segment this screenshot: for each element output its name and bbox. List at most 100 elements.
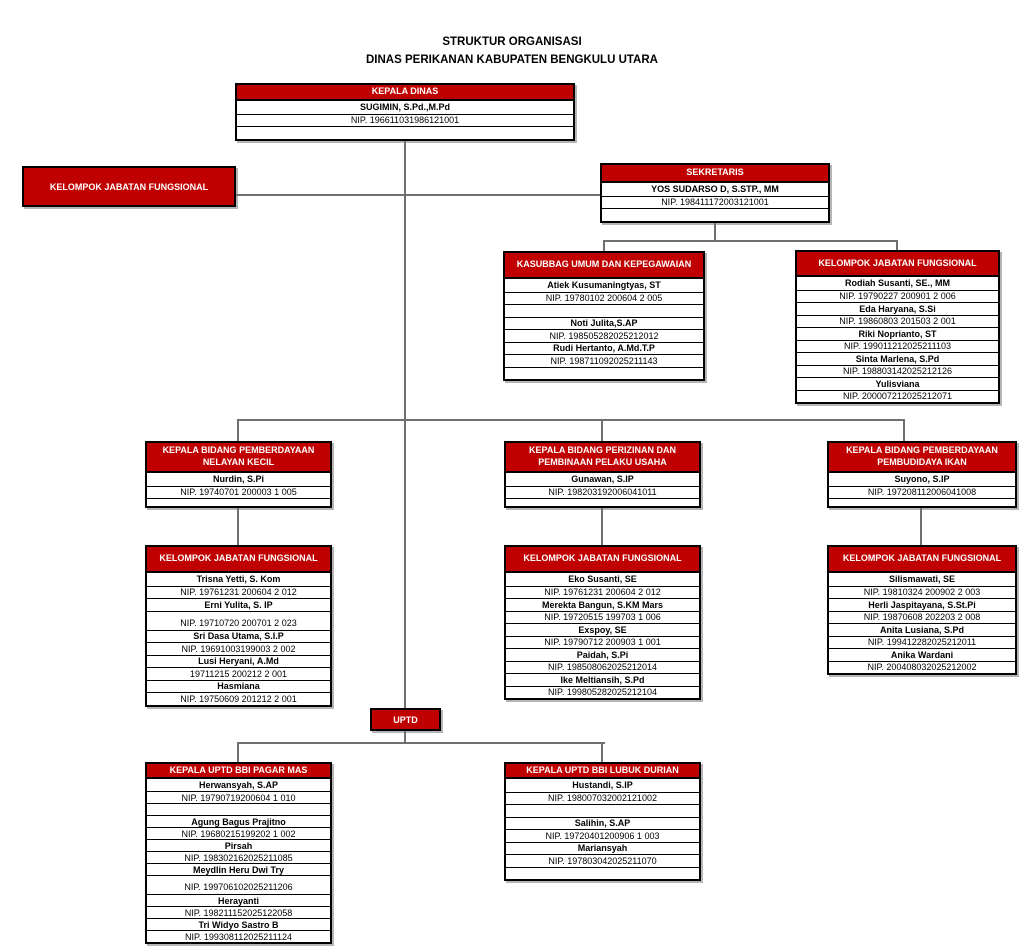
person-name: Hasmiana xyxy=(147,679,330,693)
org-box-kepala-bidang-pemberdayaan-nelayan-kecil: KEPALA BIDANG PEMBERDAYAAN NELAYAN KECIL… xyxy=(145,441,332,508)
person-name: Suyono, S.IP xyxy=(894,474,950,485)
person-nip: NIP. 198803142025212126 xyxy=(797,364,998,378)
person-name: Riki Noprianto, ST xyxy=(797,327,998,340)
empty-row xyxy=(829,498,1015,506)
org-box-header-sekretaris: SEKRETARIS xyxy=(602,165,828,183)
person-nip: NIP. 19790719200604 1 010 xyxy=(147,791,330,803)
empty-row xyxy=(506,804,699,817)
person-nip: NIP. 200007212025212071 xyxy=(797,389,998,403)
org-box-header-kelompok-jabatan-fungsional-perizinan: KELOMPOK JABATAN FUNGSIONAL xyxy=(506,547,699,573)
person-nip: 19711215 200212 2 001 xyxy=(147,667,330,680)
person-name: Herwansyah, S.AP xyxy=(198,780,279,790)
org-box-header-kepala-bidang-pemberdayaan-pembudidaya-ikan: KEPALA BIDANG PEMBERDAYAAN PEMBUDIDAYA I… xyxy=(829,443,1015,473)
connector-line xyxy=(603,240,898,242)
person-nip: NIP. 19790712 200903 1 001 xyxy=(506,635,699,649)
person-name: Pirsah xyxy=(147,839,330,851)
person-nip: NIP. 19680215199202 1 002 xyxy=(147,827,330,839)
person-nip: NIP. 196611031986121001 xyxy=(237,113,573,127)
person-name: Ike Meltiansih, S.Pd xyxy=(506,673,699,686)
person-nip: NIP. 198505282025212012 xyxy=(505,329,703,342)
person-nip: NIP. 19691003199003 2 002 xyxy=(147,642,330,655)
connector-line xyxy=(896,240,898,251)
person-name: Silismawati, SE xyxy=(888,574,956,585)
org-box-header-kepala-bidang-pemberdayaan-nelayan-kecil: KEPALA BIDANG PEMBERDAYAAN NELAYAN KECIL xyxy=(147,443,330,473)
connector-line xyxy=(236,194,602,196)
person-nip: NIP. 198711092025211143 xyxy=(505,354,703,367)
org-title-line1: STRUKTUR ORGANISASI xyxy=(442,36,582,48)
person-nip: NIP. 19870608 202203 2 008 xyxy=(829,610,1015,624)
person-nip: NIP. 199805282025212104 xyxy=(506,685,699,699)
person-nip: NIP. 19720401200906 1 003 xyxy=(506,829,699,842)
person-nip: NIP. 19860803 201503 2 001 xyxy=(797,314,998,328)
person-nip: NIP. 19710720 200701 2 023 xyxy=(147,610,330,630)
person-nip: NIP. 19810324 200902 2 003 xyxy=(829,585,1015,599)
connector-line xyxy=(920,506,922,546)
connector-line xyxy=(237,742,605,744)
person-nip: NIP. 198508062025212014 xyxy=(506,660,699,674)
person-name: YOS SUDARSO D, S.STP., MM xyxy=(651,184,779,195)
org-box-header-kepala-bidang-perizinan-dan-pembinaan-pelaku-usaha: KEPALA BIDANG PERIZINAN DAN PEMBINAAN PE… xyxy=(506,443,699,473)
person-name: Anita Lusiana, S.Pd xyxy=(829,623,1015,636)
connector-line xyxy=(237,506,239,546)
person-name: Meydlin Heru Dwi Try xyxy=(147,863,330,875)
connector-line xyxy=(714,223,716,241)
org-box-header-kelompok-jabatan-fungsional-nelayan-kecil: KELOMPOK JABATAN FUNGSIONAL xyxy=(147,547,330,573)
person-nip: NIP. 19761231 200604 2 012 xyxy=(147,585,330,599)
person-nip: NIP. 198302162025211085 xyxy=(147,851,330,863)
connector-line xyxy=(601,419,603,442)
label-box-kelompok-jabatan-fungsional-utama: KELOMPOK JABATAN FUNGSIONAL xyxy=(22,166,236,207)
person-name: SUGIMIN, S.Pd.,M.Pd xyxy=(359,102,450,113)
person-name: Eko Susanti, SE xyxy=(568,574,637,585)
person-nip: NIP. 19750609 201212 2 001 xyxy=(147,692,330,705)
person-name: Rudi Hertanto, A.Md.T.P xyxy=(505,341,703,355)
person-nip: NIP. 199706102025211206 xyxy=(147,875,330,894)
person-name: Sri Dasa Utama, S.I.P xyxy=(147,629,330,643)
person-name: Agung Bagus Prajitno xyxy=(147,815,330,827)
empty-row xyxy=(602,208,828,221)
person-nip: NIP. 198411172003121001 xyxy=(602,195,828,209)
person-name: Hustandi, S.IP xyxy=(572,780,633,791)
connector-line xyxy=(603,240,605,252)
connector-line xyxy=(237,742,239,763)
person-name: Mariansyah xyxy=(506,841,699,855)
org-box-kepala-bidang-pemberdayaan-pembudidaya-ikan: KEPALA BIDANG PEMBERDAYAAN PEMBUDIDAYA I… xyxy=(827,441,1017,508)
person-name: Yulisviana xyxy=(797,377,998,390)
person-name: Tri Widyo Sastro B xyxy=(147,918,330,930)
person-nip: NIP. 199308112025211124 xyxy=(147,930,330,942)
connector-line xyxy=(237,419,905,421)
person-name: Anika Wardani xyxy=(829,648,1015,661)
person-nip: NIP. 19780102 200604 2 005 xyxy=(505,291,703,305)
connector-line xyxy=(601,742,603,763)
connector-line xyxy=(237,419,239,442)
connector-line xyxy=(903,419,905,442)
person-name: Erni Yulita, S. IP xyxy=(147,598,330,611)
connector-line xyxy=(601,506,603,546)
person-nip: NIP. 197208112006041008 xyxy=(829,485,1015,499)
person-name: Herayanti xyxy=(147,894,330,906)
org-box-header-kepala-uptd-bbi-pagar-mas: KEPALA UPTD BBI PAGAR MAS xyxy=(147,764,330,779)
org-box-header-kepala-dinas: KEPALA DINAS xyxy=(237,85,573,101)
person-nip: NIP. 198211152025122058 xyxy=(147,906,330,918)
person-name: Merekta Bangun, S.KM Mars xyxy=(506,598,699,611)
person-name: Nurdin, S.Pi xyxy=(212,474,264,485)
org-box-header-kasubbag-umum-dan-kepegawaian: KASUBBAG UMUM DAN KEPEGAWAIAN xyxy=(505,253,703,279)
person-nip: NIP. 198007032002121002 xyxy=(506,791,699,805)
empty-row xyxy=(147,803,330,815)
org-box-header-kelompok-jabatan-fungsional-pembudidaya: KELOMPOK JABATAN FUNGSIONAL xyxy=(829,547,1015,573)
person-nip: NIP. 197803042025211070 xyxy=(506,854,699,867)
empty-row xyxy=(506,498,699,506)
empty-row xyxy=(505,366,703,380)
org-chart-title: STRUKTUR ORGANISASI DINAS PERIKANAN KABU… xyxy=(0,33,1024,69)
person-nip: NIP. 199412282025212011 xyxy=(829,635,1015,649)
person-nip: NIP. 19761231 200604 2 012 xyxy=(506,585,699,599)
person-name: Eda Haryana, S.Si xyxy=(797,302,998,315)
connector-line xyxy=(404,730,406,743)
